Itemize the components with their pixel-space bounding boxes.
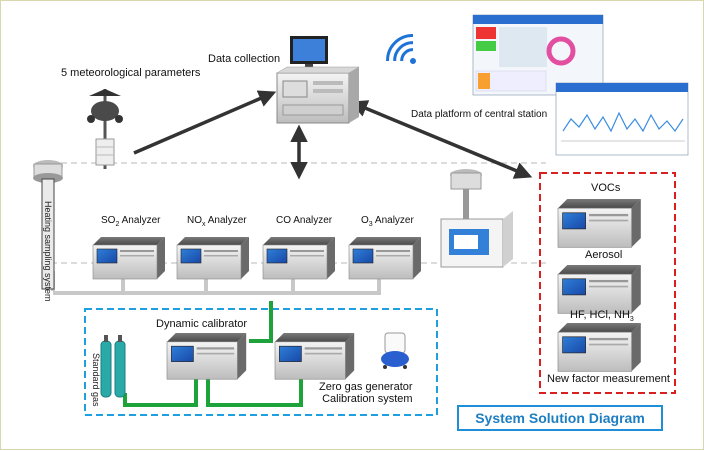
label-vocs: VOCs: [591, 182, 621, 194]
analyzer-icon: [92, 236, 166, 280]
analyzer-icon: [557, 322, 642, 372]
wifi-icon: [386, 34, 416, 64]
label-o3-analyzer: O3 Analyzer: [361, 215, 414, 228]
analyzer-icon: [274, 332, 355, 380]
label-zero-gas: Zero gas generator Calibration system: [319, 381, 413, 405]
label-aerosol: Aerosol: [585, 249, 623, 261]
air-compressor-icon: [381, 332, 409, 369]
calibration-pipes: [123, 301, 303, 407]
label-nox-analyzer: NOx Analyzer: [187, 215, 247, 228]
label-data-platform: Data platform of central station: [411, 109, 548, 120]
screen-icon: [472, 14, 604, 96]
new-factor-box: [539, 172, 676, 394]
analyzer-icon: [348, 236, 422, 280]
label-hf-hcl-nh3: HF, HCl, NH3: [570, 309, 634, 324]
label-new-factor: New factor measurement: [547, 373, 670, 385]
computer-icon: [276, 36, 360, 124]
sampling-head-icon: [33, 160, 63, 290]
weather-station-icon: [87, 89, 123, 169]
screen-icon: [555, 82, 689, 156]
pm-sampler-icon: [440, 169, 513, 268]
label-standard-gas: Standard gas: [91, 353, 101, 407]
label-dynamic-calibrator: Dynamic calibrator: [156, 318, 248, 330]
label-data-collection: Data collection: [208, 53, 281, 65]
analyzer-icon: [166, 332, 247, 380]
calibration-box: [84, 308, 438, 416]
analyzer-icon: [557, 264, 642, 314]
diagram-title: System Solution Diagram: [457, 405, 663, 431]
label-heating-sampling: Heating sampling system: [43, 201, 53, 302]
label-so2-analyzer: SO2 Analyzer: [101, 215, 161, 228]
analyzer-icon: [176, 236, 250, 280]
label-co-analyzer: CO Analyzer: [276, 215, 333, 226]
label-met-params: 5 meteorological parameters: [61, 67, 201, 79]
gas-cylinder-icon: [100, 335, 126, 398]
analyzer-icon: [262, 236, 336, 280]
analyzer-icon: [557, 198, 642, 248]
